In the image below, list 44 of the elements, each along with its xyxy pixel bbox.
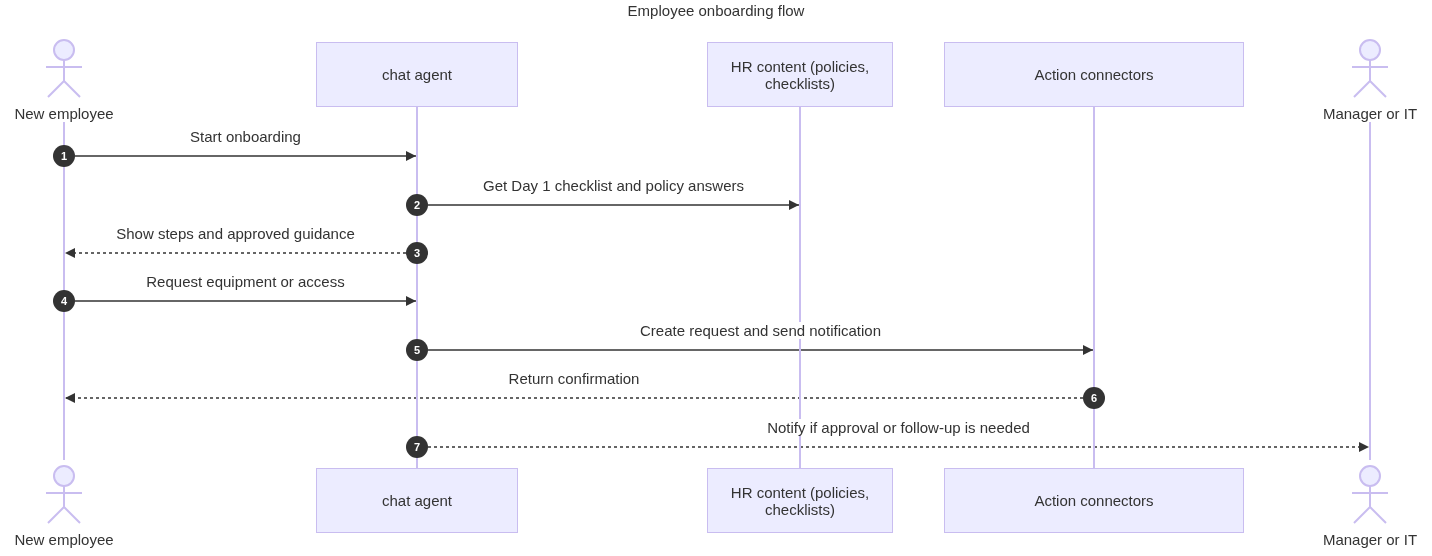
step-number-text: 1: [60, 150, 68, 162]
diagram-title: Employee onboarding flow: [626, 2, 806, 19]
step-number: [53, 145, 75, 167]
participant-name: Action connectors: [1034, 66, 1154, 83]
step-number: [1083, 387, 1105, 409]
participant-box: [707, 42, 893, 107]
participant-name: Manager or IT: [1322, 531, 1418, 548]
participant-name: New employee: [14, 105, 114, 122]
message-arrow: [74, 150, 417, 162]
message-arrow: [427, 199, 800, 211]
step-number-text: 3: [413, 247, 421, 259]
lifeline: [1369, 122, 1371, 460]
step-number-text: 7: [413, 441, 421, 453]
participant-box: [316, 42, 518, 107]
message-arrow: [427, 344, 1094, 356]
participant-box: [316, 468, 518, 533]
step-number: [406, 194, 428, 216]
participant-name: HR content (policies, checklists): [729, 483, 871, 518]
message-arrow: [427, 441, 1370, 453]
participant-box: [944, 42, 1244, 107]
participant-name: chat agent: [381, 66, 453, 83]
step-number: [53, 290, 75, 312]
step-number-text: 2: [413, 199, 421, 211]
edge-label: Get Day 1 checklist and policy answers: [480, 177, 747, 194]
participant-box: [707, 468, 893, 533]
message-arrow: [64, 247, 407, 259]
lifeline: [799, 107, 801, 468]
participant-name: Manager or IT: [1322, 105, 1418, 122]
participant-name: Action connectors: [1034, 492, 1154, 509]
participant-name: HR content (policies, checklists): [729, 57, 871, 92]
message-arrow: [74, 295, 417, 307]
participant-name: New employee: [14, 531, 114, 548]
edge-label: Create request and send notification: [637, 322, 884, 339]
step-number-text: 5: [413, 344, 421, 356]
step-number: [406, 339, 428, 361]
step-number: [406, 436, 428, 458]
participant-name: chat agent: [381, 492, 453, 509]
lifeline: [63, 122, 65, 460]
step-number-text: 4: [60, 295, 68, 307]
message-arrow: [64, 392, 1084, 404]
step-number-text: 6: [1090, 392, 1098, 404]
lifeline: [1093, 107, 1095, 468]
participant-box: [944, 468, 1244, 533]
step-number: [406, 242, 428, 264]
